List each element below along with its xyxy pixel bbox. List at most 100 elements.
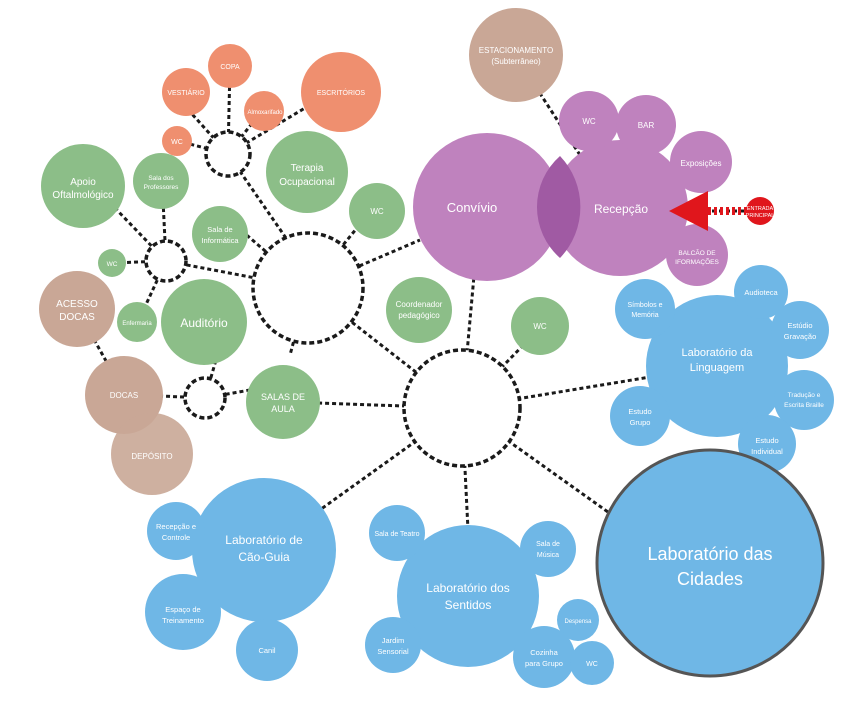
bubble-auditorio[interactable]: Auditório xyxy=(161,279,247,365)
bubble-estudo-grupo-label-1: Estudo xyxy=(628,407,651,416)
bubble-estudio-label-1: Estúdio xyxy=(787,321,812,330)
bubble-wc-recepcao-label: WC xyxy=(582,117,596,126)
entrance-label-2: PRINCIPAL xyxy=(746,213,775,219)
bubble-apoio-label-1: Apoio xyxy=(70,177,96,188)
bubble-sala-teatro[interactable]: Sala de Teatro xyxy=(369,505,425,561)
bubble-bar-label: BAR xyxy=(638,121,655,130)
bubble-wc-center[interactable]: WC xyxy=(511,297,569,355)
bubble-sala-prof-label-1: Sala dos xyxy=(148,175,174,182)
bubble-recepcao-controle[interactable]: Recepção e Controle xyxy=(147,502,205,560)
bubble-lab-cao-circle xyxy=(192,478,336,622)
bubble-salas-de-aula[interactable]: SALAS DE AULA xyxy=(246,365,320,439)
entrada-principal[interactable]: ENTRADA PRINCIPAL xyxy=(669,191,774,231)
bubble-coord-circle xyxy=(386,277,452,343)
bubble-estudo-grupo[interactable]: Estudo Grupo xyxy=(610,386,670,446)
bubble-balcao-label-1: BALCÃO DE xyxy=(678,248,716,257)
bubble-estudo-ind-label-2: Individual xyxy=(751,447,783,456)
bubble-bar-circle xyxy=(616,95,676,155)
bubble-lab-ling-circle xyxy=(646,295,788,437)
bubble-lab-cidades[interactable]: Laboratório das Cidades xyxy=(595,448,825,678)
bubble-copa[interactable]: COPA xyxy=(208,44,252,88)
bubble-rec-controle-label-1: Recepção e xyxy=(156,522,196,531)
bubble-escritorios-circle xyxy=(301,52,381,132)
bubble-estacionamento-circle xyxy=(469,8,563,102)
bubble-escritorios[interactable]: ESCRITÓRIOS xyxy=(301,52,381,132)
bubble-lab-cao-guia[interactable]: Laboratório de Cão-Guia xyxy=(192,478,336,622)
bubble-enfermaria[interactable]: Enfermaria xyxy=(117,302,157,342)
bubble-auditorio-label: Auditório xyxy=(180,316,228,330)
bubble-enfermaria-label: Enfermaria xyxy=(122,321,152,327)
bubble-wc-left[interactable]: WC xyxy=(98,249,126,277)
bubble-recepcao-circle xyxy=(552,140,688,276)
bubble-sala-info-label-2: Informática xyxy=(201,236,239,245)
bubble-recepcao[interactable]: Recepção xyxy=(552,140,688,276)
bubble-wc-cozinha[interactable]: WC xyxy=(570,641,614,685)
bubble-deposito[interactable]: DEPÓSITO xyxy=(111,413,193,495)
entrance-arrow-icon xyxy=(669,191,708,231)
bubble-wc-terapia[interactable]: WC xyxy=(349,183,405,239)
bubble-estacionamento[interactable]: ESTACIONAMENTO (Subterrâneo) xyxy=(469,8,563,102)
bubble-wc-admin-label: WC xyxy=(171,139,183,146)
bubble-canil[interactable]: Canil xyxy=(236,619,298,681)
bubble-wc-recepcao[interactable]: WC xyxy=(559,91,619,151)
bubble-terapia-ocupacional[interactable]: Terapia Ocupacional xyxy=(266,131,348,213)
bubble-salas-aula-circle xyxy=(246,365,320,439)
bubble-lab-ling-label-1: Laboratório da xyxy=(682,347,754,359)
bubble-sala-info-circle xyxy=(192,206,248,262)
bubble-traducao-label-1: Tradução e xyxy=(788,392,821,399)
bubble-audioteca[interactable]: Audioteca xyxy=(734,265,788,319)
support-hub xyxy=(144,239,188,283)
bubble-lab-ling-label-2: Linguagem xyxy=(690,362,744,374)
bubble-acesso-docas[interactable]: ACESSO DOCAS xyxy=(39,271,115,347)
bubble-convivio[interactable]: Convívio xyxy=(413,133,561,281)
bubble-almoxarifado-label: Almoxarifado xyxy=(247,110,283,116)
bubble-vestiario-circle xyxy=(162,68,210,116)
bubble-coord-label-1: Coordenador xyxy=(396,300,443,309)
bubble-balcao[interactable]: BALCÃO DE IFORMAÇÕES xyxy=(666,224,728,286)
bubble-lab-cidades-circle xyxy=(595,448,825,678)
bubble-cozinha-label-1: Cozinha xyxy=(530,648,558,657)
bubble-almoxarifado[interactable]: Almoxarifado xyxy=(244,91,284,131)
bubble-vestiario[interactable]: VESTIÁRIO xyxy=(162,68,210,116)
bubble-recepcao-label: Recepção xyxy=(594,202,648,216)
bubble-wc-left-label: WC xyxy=(107,261,118,268)
bubble-lab-linguagem[interactable]: Laboratório da Linguagem xyxy=(646,295,788,437)
bubble-sala-teatro-label: Sala de Teatro xyxy=(374,531,419,538)
bubble-lab-sentidos-label-2: Sentidos xyxy=(445,598,492,612)
bubble-traducao-braille[interactable]: Tradução e Escrita Braille xyxy=(774,370,834,430)
bubble-lab-cao-label-2: Cão-Guia xyxy=(238,550,290,564)
bubble-jardim-sensorial[interactable]: Jardim Sensorial xyxy=(365,617,421,673)
bubble-espaco-treinamento[interactable]: Espaço de Treinamento xyxy=(145,574,221,650)
bubble-simbolos-memoria[interactable]: Símbolos e Memória xyxy=(615,279,675,339)
bubble-sala-musica[interactable]: Sala de Música xyxy=(520,521,576,577)
bubble-exposicoes-label: Exposições xyxy=(681,159,722,168)
bubble-sala-prof-label-2: Professores xyxy=(144,184,179,191)
bubble-apoio-oftalmologico[interactable]: Apoio Oftalmológico xyxy=(41,144,125,228)
education-hub xyxy=(251,231,365,345)
bubble-sala-informatica[interactable]: Sala de Informática xyxy=(192,206,248,262)
bubble-bar[interactable]: BAR xyxy=(616,95,676,155)
bubble-sala-info-label-1: Sala de xyxy=(207,225,232,234)
bubble-sala-musica-label-2: Música xyxy=(537,552,559,559)
bubble-copa-label: COPA xyxy=(220,64,240,71)
bubble-despensa-label: Despensa xyxy=(564,619,592,625)
bubble-overlap-convivio-recepcao xyxy=(536,156,581,258)
bubble-audioteca-circle xyxy=(734,265,788,319)
bubble-wc-admin[interactable]: WC xyxy=(162,126,192,156)
bubble-lab-sentidos[interactable]: Laboratório dos Sentidos xyxy=(397,525,539,667)
bubble-cozinha-grupo[interactable]: Cozinha para Grupo xyxy=(513,626,575,688)
bubble-coordenador[interactable]: Coordenador pedagógico xyxy=(386,277,452,343)
bubble-balcao-label-2: IFORMAÇÕES xyxy=(675,257,719,266)
bubble-lab-sentidos-circle xyxy=(397,525,539,667)
docks-hub xyxy=(183,376,227,420)
bubble-exposicoes[interactable]: Exposições xyxy=(670,131,732,193)
bubble-despensa[interactable]: Despensa xyxy=(557,599,599,641)
bubble-estudio-gravacao[interactable]: Estúdio Gravação xyxy=(771,301,829,359)
bubble-wc-admin-circle xyxy=(162,126,192,156)
bubble-estudo-ind-label-1: Estudo xyxy=(755,436,778,445)
bubble-sala-professores[interactable]: Sala dos Professores xyxy=(133,153,189,209)
bubble-apoio-label-2: Oftalmológico xyxy=(52,190,114,201)
bubble-copa-circle xyxy=(208,44,252,88)
bubble-lab-cidades-label-2: Cidades xyxy=(677,569,743,589)
bubble-sala-musica-circle xyxy=(520,521,576,577)
